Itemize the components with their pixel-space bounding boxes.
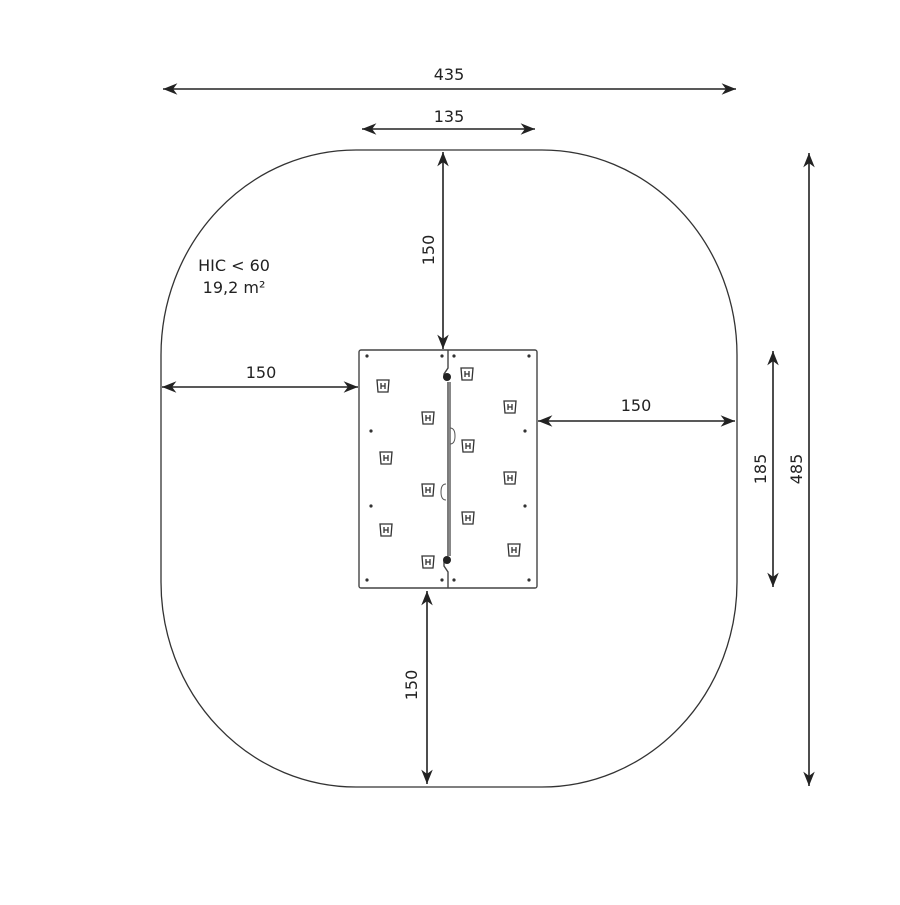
climbing-hold-icon xyxy=(421,411,435,425)
dimension-label-panel-depth: 185 xyxy=(751,454,770,485)
climbing-hold-icon xyxy=(421,483,435,497)
dimension-label-panel-width: 135 xyxy=(434,107,465,126)
screw-icon xyxy=(365,354,369,358)
screw-icon xyxy=(452,578,456,582)
climbing-hold-icon xyxy=(379,523,393,537)
dimension-label-clearance-bottom: 150 xyxy=(402,670,421,701)
climbing-hold-icon xyxy=(503,471,517,485)
bolt-icon xyxy=(443,556,451,564)
climbing-hold-icon xyxy=(503,400,517,414)
climbing-hold-icon xyxy=(421,555,435,569)
climbing-hold-icon xyxy=(461,511,475,525)
screw-icon xyxy=(527,354,531,358)
screw-icon xyxy=(440,354,444,358)
screw-icon xyxy=(369,429,373,433)
screw-icon xyxy=(523,429,527,433)
screw-icon xyxy=(369,504,373,508)
screw-icon xyxy=(523,504,527,508)
screw-icon xyxy=(365,578,369,582)
climbing-hold-icon xyxy=(376,379,390,393)
dimension-label-clearance-left: 150 xyxy=(246,363,277,382)
dimension-label-clearance-top: 150 xyxy=(419,235,438,266)
climbing-hold-icon xyxy=(379,451,393,465)
bolt-icon xyxy=(443,373,451,381)
area-label: 19,2 m² xyxy=(203,278,266,297)
dimension-label-overall-depth: 485 xyxy=(787,454,806,485)
dimension-label-clearance-right: 150 xyxy=(621,396,652,415)
climbing-hold-icon xyxy=(461,439,475,453)
screw-icon xyxy=(452,354,456,358)
climbing-hold-icon xyxy=(460,367,474,381)
screw-icon xyxy=(440,578,444,582)
climbing-hold-icon xyxy=(507,543,521,557)
hic-label: HIC < 60 xyxy=(198,256,270,275)
climbing-wall-panel xyxy=(358,349,538,589)
dimension-label-overall-width: 435 xyxy=(434,65,465,84)
screw-icon xyxy=(527,578,531,582)
